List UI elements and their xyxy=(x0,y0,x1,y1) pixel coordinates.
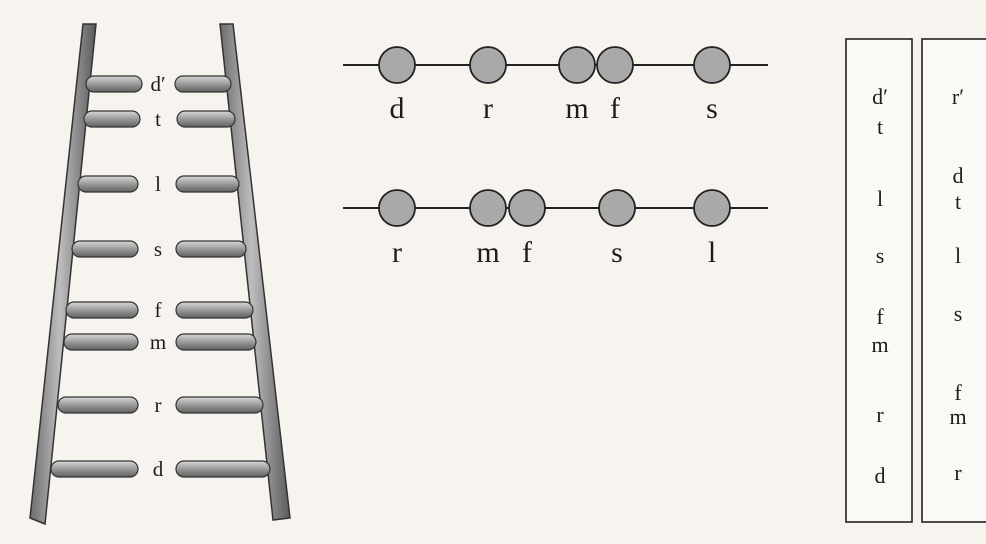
bead-label: m xyxy=(476,236,499,269)
ladder-rung: d xyxy=(50,457,271,481)
column-label: l xyxy=(955,243,961,268)
column-label: t xyxy=(955,189,961,214)
column-label: l xyxy=(877,186,883,211)
bead-label: r xyxy=(392,236,402,269)
bead xyxy=(508,189,546,227)
ladder-rung-label: t xyxy=(155,107,161,131)
ladder-rung-label: f xyxy=(155,298,162,322)
column-label: t xyxy=(877,114,883,139)
ladder-rung-label: l xyxy=(155,172,161,196)
ladder-rung: t xyxy=(83,107,236,131)
ladder-right-rail xyxy=(219,23,291,521)
solfege-column: d′ t l s f m r d xyxy=(845,38,913,523)
column-label: r xyxy=(954,460,962,485)
bead xyxy=(693,46,731,84)
column-label: s xyxy=(876,243,885,268)
bead xyxy=(469,46,507,84)
column-box xyxy=(921,38,986,523)
column-label: d xyxy=(953,163,964,188)
ladder-rung: r xyxy=(57,393,264,417)
column-label: s xyxy=(954,301,963,326)
bead-line: d r m f s xyxy=(343,46,768,125)
bead xyxy=(558,46,596,84)
bead-label: s xyxy=(706,92,718,125)
bead-line: r m f s l xyxy=(343,189,768,269)
solfege-column: r′ d t l s f m r xyxy=(921,38,986,523)
column-label: r′ xyxy=(952,84,964,109)
bead-label: f xyxy=(522,236,532,269)
bead xyxy=(378,189,416,227)
column-label: f xyxy=(954,380,962,405)
ladder-rung-label: r xyxy=(155,393,162,417)
ladder-rung: s xyxy=(71,237,247,261)
ladder-rung: d′ xyxy=(85,72,232,96)
column-label: f xyxy=(876,304,884,329)
ladder-rung-label: d xyxy=(153,457,164,481)
bead xyxy=(469,189,507,227)
bead xyxy=(596,46,634,84)
bead-label: m xyxy=(565,92,588,125)
ladder-rung-label: m xyxy=(150,330,166,354)
ladder-rung-label: s xyxy=(154,237,162,261)
column-label: m xyxy=(949,404,966,429)
bead xyxy=(693,189,731,227)
ladder-rung: l xyxy=(77,172,240,196)
solfege-ladder: d′ t l s f m r xyxy=(29,23,291,526)
column-label: m xyxy=(871,332,888,357)
ladder-rung: f xyxy=(65,298,254,322)
column-box xyxy=(845,38,913,523)
ladder-left-rail xyxy=(29,23,97,526)
bead-label: r xyxy=(483,92,493,125)
column-label: r xyxy=(876,402,884,427)
bead-label: f xyxy=(610,92,620,125)
bead xyxy=(598,189,636,227)
ladder-rung: m xyxy=(63,330,257,354)
column-label: d xyxy=(875,463,886,488)
bead-label: s xyxy=(611,236,623,269)
ladder-rung-label: d′ xyxy=(150,72,165,96)
bead-label: l xyxy=(708,236,716,269)
bead-label: d xyxy=(390,92,405,125)
column-label: d′ xyxy=(872,84,888,109)
bead xyxy=(378,46,416,84)
